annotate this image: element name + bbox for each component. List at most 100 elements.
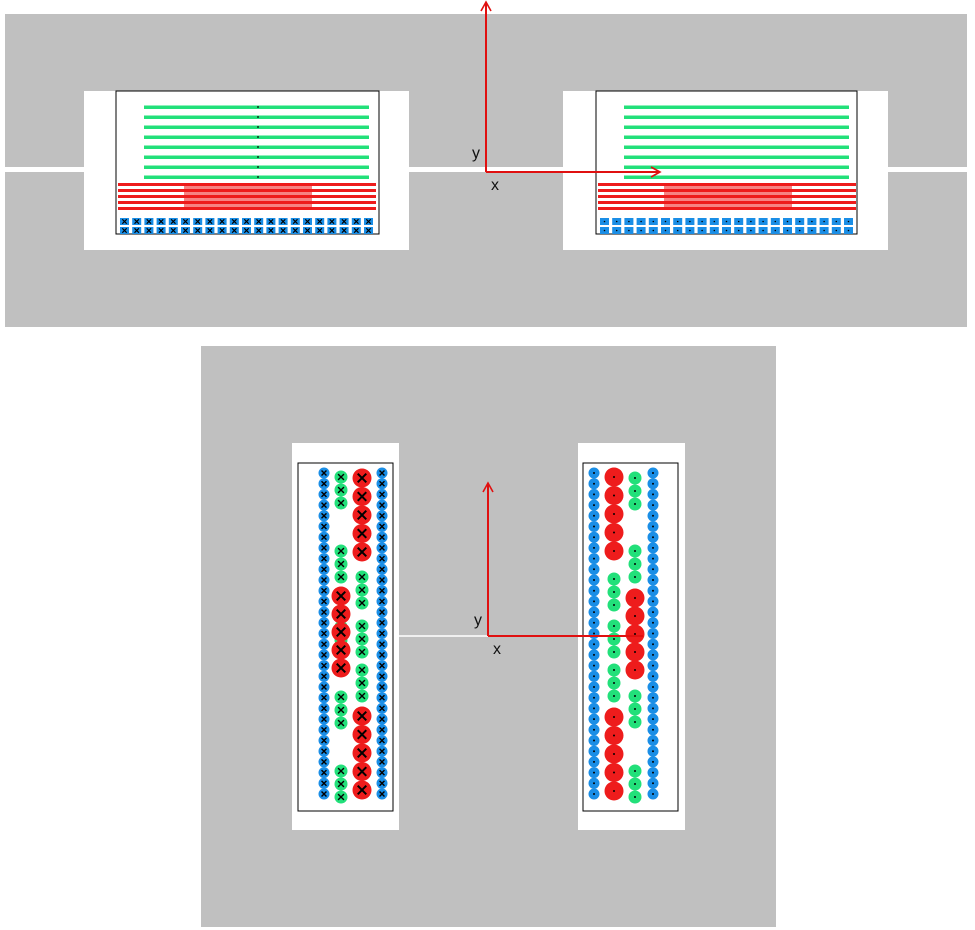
current-out-mark bbox=[725, 220, 728, 223]
current-out-mark bbox=[652, 611, 654, 614]
current-into-mark bbox=[379, 726, 385, 733]
current-out-mark bbox=[257, 176, 259, 178]
current-out-mark bbox=[593, 600, 595, 603]
current-out-mark bbox=[652, 653, 654, 656]
current-out-mark bbox=[689, 229, 691, 232]
current-out-mark bbox=[593, 514, 595, 517]
current-into-mark bbox=[337, 793, 345, 801]
current-out-mark bbox=[823, 229, 825, 232]
current-out-mark bbox=[652, 675, 654, 678]
green-conductor-layer bbox=[624, 135, 849, 139]
current-out-mark bbox=[628, 220, 630, 223]
current-into-mark bbox=[358, 599, 366, 607]
current-out-mark bbox=[613, 591, 615, 593]
current-out-mark bbox=[593, 482, 595, 485]
current-into-mark bbox=[321, 769, 327, 776]
current-out-mark bbox=[613, 625, 615, 627]
current-into-mark bbox=[379, 609, 385, 616]
current-out-mark bbox=[652, 621, 654, 624]
current-into-mark bbox=[358, 666, 366, 674]
current-out-mark bbox=[593, 493, 595, 496]
current-out-mark bbox=[613, 716, 615, 718]
current-out-mark bbox=[652, 643, 654, 646]
top-y-label: y bbox=[472, 145, 480, 162]
current-out-mark bbox=[257, 126, 259, 128]
current-into-mark bbox=[243, 227, 250, 234]
current-out-mark bbox=[652, 557, 654, 560]
current-into-mark bbox=[379, 480, 385, 487]
current-into-mark bbox=[243, 218, 250, 225]
current-into-mark bbox=[219, 227, 225, 234]
current-into-mark bbox=[268, 218, 274, 225]
current-into-mark bbox=[379, 598, 385, 605]
current-out-mark bbox=[593, 696, 595, 699]
current-into-mark bbox=[321, 619, 327, 626]
top-left-red-winding bbox=[118, 183, 376, 210]
current-out-mark bbox=[652, 718, 654, 721]
current-out-mark bbox=[634, 669, 636, 671]
current-into-mark bbox=[321, 502, 327, 509]
current-into-mark bbox=[321, 598, 327, 605]
red-conductor-core-band bbox=[184, 183, 312, 210]
top-axes: y x bbox=[472, 0, 662, 194]
current-into-mark bbox=[182, 218, 189, 225]
current-out-mark bbox=[593, 664, 595, 667]
current-into-mark bbox=[358, 648, 366, 656]
current-out-mark bbox=[676, 229, 679, 232]
current-out-mark bbox=[652, 696, 654, 699]
current-out-mark bbox=[652, 536, 654, 539]
current-into-mark bbox=[379, 780, 385, 787]
current-into-mark bbox=[336, 645, 346, 655]
current-out-mark bbox=[652, 771, 654, 774]
current-into-mark bbox=[158, 227, 164, 234]
current-into-mark bbox=[146, 218, 152, 225]
current-into-mark bbox=[337, 573, 345, 581]
current-out-mark bbox=[652, 632, 654, 635]
current-out-mark bbox=[634, 651, 636, 653]
green-conductor-layer bbox=[624, 145, 849, 149]
current-into-mark bbox=[336, 663, 346, 673]
current-into-mark bbox=[321, 705, 327, 712]
current-into-mark bbox=[134, 218, 140, 225]
current-out-mark bbox=[613, 578, 615, 580]
current-out-mark bbox=[603, 220, 606, 223]
current-into-mark bbox=[219, 218, 225, 225]
current-into-mark bbox=[321, 673, 327, 680]
current-out-mark bbox=[835, 220, 838, 223]
current-out-mark bbox=[652, 664, 654, 667]
current-out-mark bbox=[652, 504, 654, 507]
current-out-mark bbox=[676, 220, 679, 223]
current-out-mark bbox=[593, 568, 595, 571]
bottom-x-label: x bbox=[493, 641, 501, 658]
current-into-mark bbox=[292, 218, 298, 225]
current-out-mark bbox=[634, 615, 636, 617]
top-x-label: x bbox=[491, 177, 499, 194]
current-out-mark bbox=[634, 708, 636, 710]
current-out-mark bbox=[786, 220, 789, 223]
current-out-mark bbox=[634, 550, 636, 552]
current-out-mark bbox=[652, 707, 654, 710]
current-out-mark bbox=[725, 229, 728, 232]
current-out-mark bbox=[652, 793, 654, 795]
current-into-mark bbox=[379, 641, 385, 648]
current-into-mark bbox=[304, 227, 311, 234]
current-into-mark bbox=[321, 684, 327, 690]
current-into-mark bbox=[357, 491, 367, 502]
current-into-mark bbox=[182, 227, 189, 234]
current-into-mark bbox=[207, 227, 213, 234]
current-out-mark bbox=[613, 669, 615, 671]
current-out-mark bbox=[593, 760, 595, 763]
current-into-mark bbox=[336, 591, 346, 601]
current-into-mark bbox=[321, 662, 327, 669]
current-into-mark bbox=[358, 573, 366, 581]
current-out-mark bbox=[593, 589, 595, 592]
current-out-mark bbox=[593, 632, 595, 635]
current-into-mark bbox=[170, 227, 176, 234]
current-into-mark bbox=[337, 547, 345, 555]
current-out-mark bbox=[634, 597, 636, 599]
current-into-mark bbox=[358, 586, 366, 594]
current-into-mark bbox=[379, 769, 385, 776]
current-out-mark bbox=[652, 782, 654, 785]
current-into-mark bbox=[365, 227, 372, 234]
current-out-mark bbox=[634, 477, 636, 479]
